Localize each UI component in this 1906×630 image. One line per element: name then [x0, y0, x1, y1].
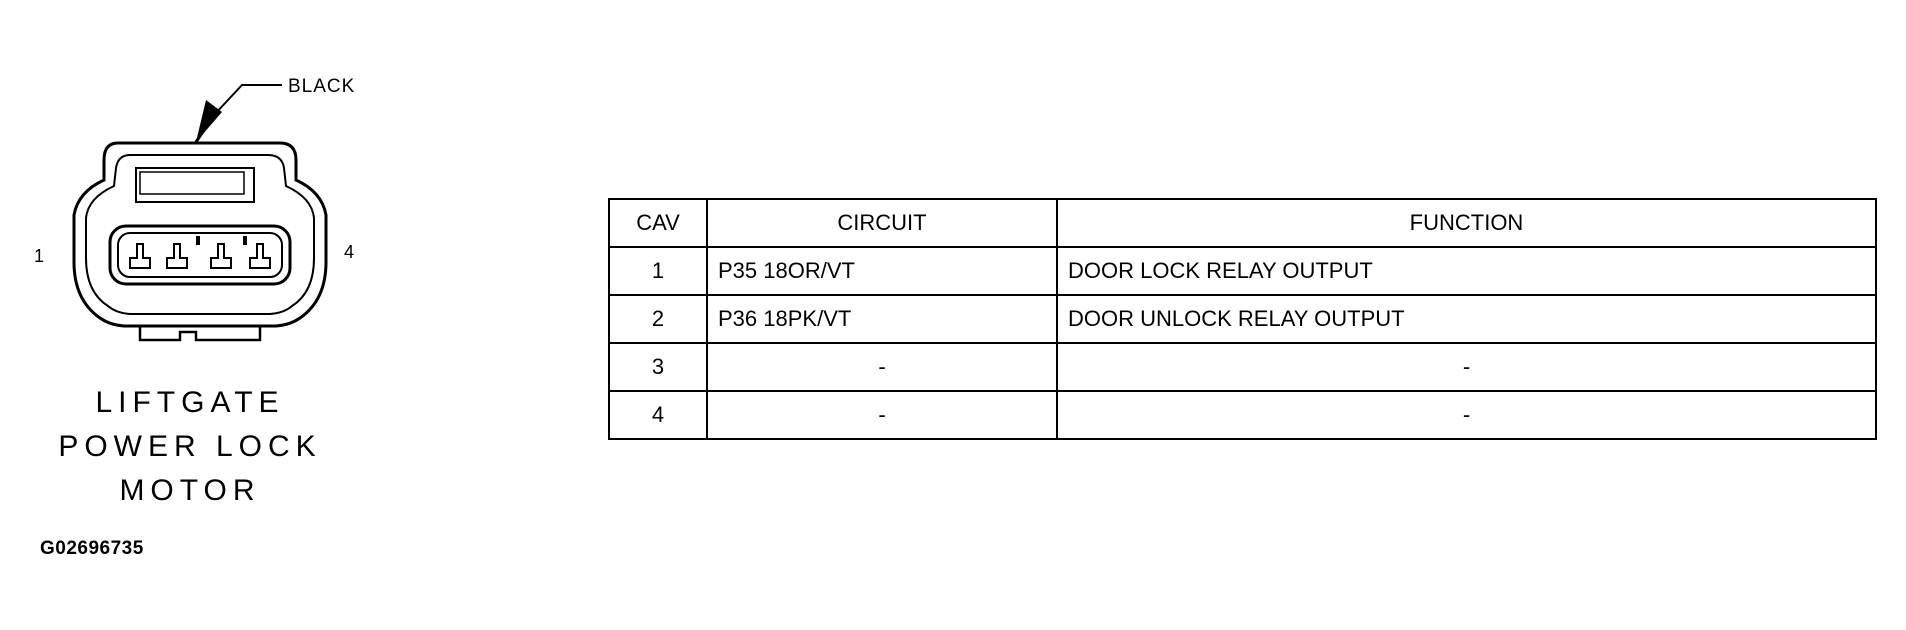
connector-name-line-1: LIFTGATE [95, 386, 285, 419]
table-row: 1 P35 18OR/VT DOOR LOCK RELAY OUTPUT [608, 246, 1877, 296]
function-cell: DOOR UNLOCK RELAY OUTPUT [1056, 294, 1877, 344]
color-leader-arrow [194, 84, 282, 143]
cav-cell: 1 [608, 246, 708, 296]
connector-body [72, 141, 328, 328]
pin-1-label: 1 [34, 246, 44, 266]
function-cell: - [1056, 390, 1877, 440]
cav-cell: 4 [608, 390, 708, 440]
latch-window [135, 167, 255, 203]
table-row: 3 - - [608, 342, 1877, 392]
connector-color-label: BLACK [288, 76, 355, 97]
connector-diagram: BLACK 1 4 [34, 76, 355, 342]
table-row: 2 P36 18PK/VT DOOR UNLOCK RELAY OUTPUT [608, 294, 1877, 344]
circuit-cell: P35 18OR/VT [706, 246, 1058, 296]
cav-cell: 3 [608, 342, 708, 392]
terminal-cavities [108, 224, 292, 286]
connector-name-line-3: MOTOR [119, 474, 261, 507]
pin-4-label: 4 [344, 242, 354, 262]
header-circuit: CIRCUIT [706, 198, 1058, 248]
header-function: FUNCTION [1056, 198, 1877, 248]
cav-cell: 2 [608, 294, 708, 344]
table-row: 4 - - [608, 390, 1877, 440]
figure-id: G02696735 [40, 538, 144, 559]
header-cav: CAV [608, 198, 708, 248]
bottom-lock-tab [138, 326, 262, 342]
circuit-cell: P36 18PK/VT [706, 294, 1058, 344]
function-cell: - [1056, 342, 1877, 392]
function-cell: DOOR LOCK RELAY OUTPUT [1056, 246, 1877, 296]
connector-name-line-2: POWER LOCK [58, 430, 322, 463]
pinout-table: CAV CIRCUIT FUNCTION 1 P35 18OR/VT DOOR … [608, 198, 1877, 440]
table-header-row: CAV CIRCUIT FUNCTION [608, 198, 1877, 248]
circuit-cell: - [706, 390, 1058, 440]
circuit-cell: - [706, 342, 1058, 392]
